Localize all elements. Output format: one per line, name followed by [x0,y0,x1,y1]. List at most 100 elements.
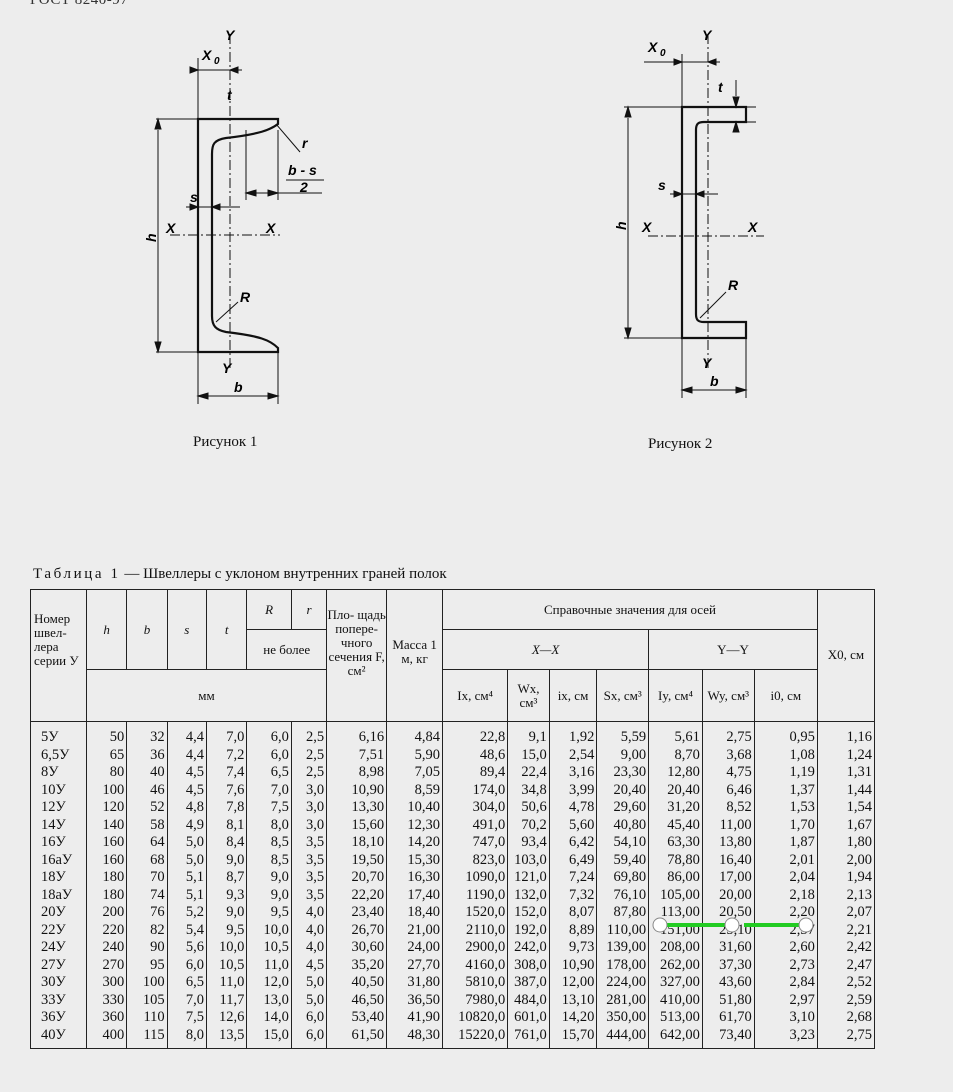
table-cell: 5,59 [596,721,650,747]
table-cell: 103,0 [507,851,550,869]
table-cell: 6,46 [701,781,755,799]
table-cell: 23,30 [596,764,650,782]
table-cell: 192,0 [507,921,550,939]
fig2-x0-sub: 0 [660,48,666,59]
table-cell: 37,30 [701,956,755,974]
table-cell: 6,0 [246,746,292,764]
table-cell: 7,4 [205,764,248,782]
col-s-header: s [166,589,208,670]
table-cell: 7,24 [548,869,598,887]
table-cell: 4,84 [386,721,444,747]
table-cell: 4,9 [166,816,208,834]
table-cell: 8,07 [548,904,598,922]
table-cell: 1090,0 [442,869,509,887]
table-cell: 12,00 [548,974,598,992]
table-cell: 8,0 [246,816,292,834]
table-cell: 10,0 [205,939,248,957]
table-cell: 747,0 [442,834,509,852]
table-cell: 2110,0 [442,921,509,939]
table-cell: 50,6 [507,799,550,817]
fig2-x-right-label: X [747,219,759,235]
table-cell: 13,30 [326,799,388,817]
annotation-handle-2[interactable] [724,917,740,933]
table-cell: 20,00 [701,886,755,904]
table-cell: 5,0 [290,974,328,992]
table-title: Таблица 1 — Швеллеры с уклоном внутренни… [33,566,447,583]
table-cell: 2,54 [548,746,598,764]
table-cell: 15,30 [386,851,444,869]
table-cell: 7,5 [166,1009,208,1027]
table-cell: 7,0 [205,721,248,747]
table-cell: 8,1 [205,816,248,834]
table-cell: 3,5 [290,886,328,904]
row-number-cell: 27У [30,956,87,974]
table-cell: 64 [126,834,168,852]
table-cell: 29,60 [596,799,650,817]
row-number-cell: 33У [30,991,87,1009]
table-cell: 2,01 [753,851,818,869]
table-cell: 5,0 [166,834,208,852]
axis-xx-header: X—X [442,629,650,670]
table-cell: 9,3 [205,886,248,904]
table-cell: 15,0 [246,1026,292,1049]
table-cell: 6,16 [326,721,388,747]
annotation-handle-3[interactable] [798,917,814,933]
fig1-s-label: s [190,189,198,205]
table-cell: 5810,0 [442,974,509,992]
table-cell: 35,20 [326,956,388,974]
table-cell: 220 [85,921,128,939]
unit-mm-header: мм [85,669,328,722]
table-cell: 5,0 [290,991,328,1009]
table-cell: 304,0 [442,799,509,817]
standard-header: ГОСТ 8240-97 [30,0,129,8]
row-number-cell: 16У [30,834,87,852]
table-cell: 74 [126,886,168,904]
table-cell: 1,24 [816,746,876,764]
table-cell: 14,20 [548,1009,598,1027]
table-cell: 10,0 [246,921,292,939]
table-cell: 8,89 [548,921,598,939]
table-cell: 2,20 [753,904,818,922]
table-cell: 8,0 [166,1026,208,1049]
table-cell: 31,80 [386,974,444,992]
table-cell: 139,00 [596,939,650,957]
table-cell: 491,0 [442,816,509,834]
table-cell: 6,0 [166,956,208,974]
table-cell: 9,73 [548,939,598,957]
table-cell: 9,0 [246,886,292,904]
table-cell: 3,68 [701,746,755,764]
table-cell: 4,0 [290,904,328,922]
table-cell: 823,0 [442,851,509,869]
table-cell: 5,60 [548,816,598,834]
table-cell: 27,70 [386,956,444,974]
table-cell: 7,6 [205,781,248,799]
table-cell: 5,2 [166,904,208,922]
col-x0-header: X0, см [816,589,876,722]
fig1-R-label: R [240,289,251,305]
table-cell: 2,21 [816,921,876,939]
table-cell: 31,20 [648,799,703,817]
table-cell: 152,0 [507,904,550,922]
table-cell: 9,0 [205,851,248,869]
axis-yy-header: Y—Y [648,629,818,670]
table-cell: 105 [126,991,168,1009]
table-cell: 1,31 [816,764,876,782]
fig2-y-bottom-label: Y [702,355,713,371]
table-cell: 2,59 [816,991,876,1009]
table-cell: 7,05 [386,764,444,782]
fig2-y-top-label: Y [702,27,713,43]
table-cell: 4160,0 [442,956,509,974]
table-cell: 4,5 [166,764,208,782]
annotation-handle-1[interactable] [652,917,668,933]
table-cell: 10,90 [548,956,598,974]
table-cell: 40,80 [596,816,650,834]
row-number-cell: 20У [30,904,87,922]
fig1-x-left-label: X [165,220,177,236]
table-cell: 9,0 [205,904,248,922]
